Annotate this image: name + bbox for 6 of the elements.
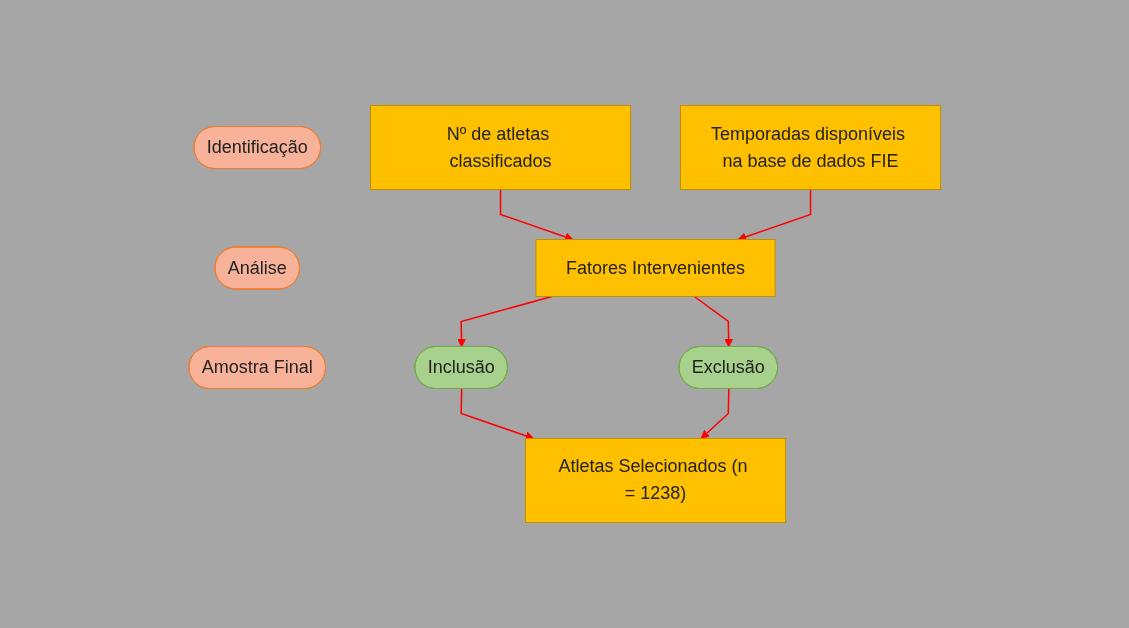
node-box: Atletas Selecionados (n = 1238) bbox=[524, 438, 786, 523]
node-box: Nº de atletas classificados bbox=[369, 105, 631, 190]
arrow bbox=[693, 295, 733, 348]
node-box: Fatores Intervenientes bbox=[535, 239, 776, 297]
node-box: Temporadas disponíveis na base de dados FIE bbox=[679, 105, 941, 190]
arrow bbox=[700, 388, 730, 439]
